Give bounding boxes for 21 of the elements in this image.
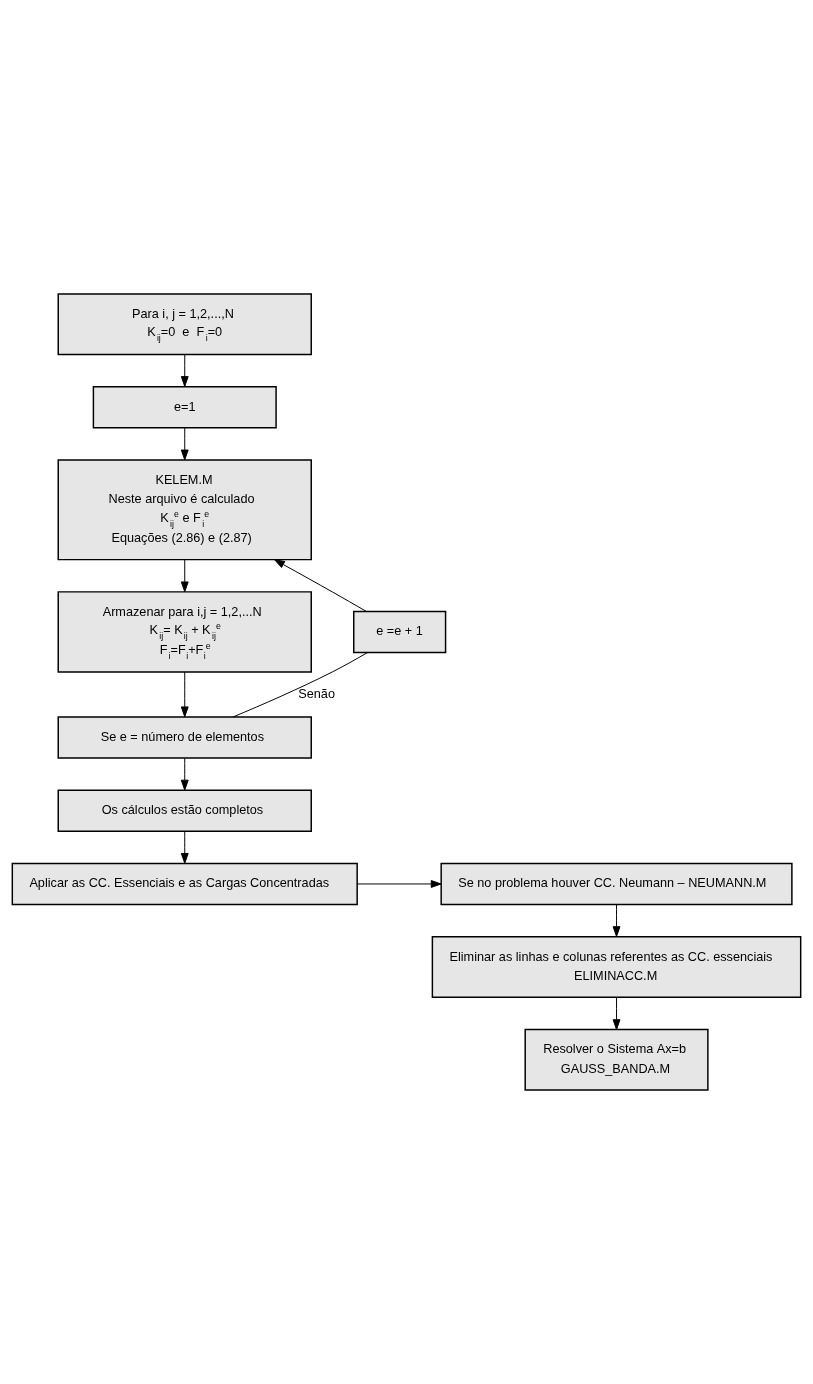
connector (232, 652, 368, 718)
node-box: e =e + 1 (353, 610, 447, 654)
node-box: Resolver o Sistema Ax=b GAUSS_BANDA.M (524, 1028, 709, 1091)
arrow (612, 904, 621, 937)
node-box: Aplicar as CC. Essenciais e as Cargas Concentradas (11, 862, 358, 906)
arrow (180, 671, 189, 718)
arrow (180, 831, 189, 864)
node-box: Para i, j = 1,2,...,N K$_{ij}$=0 e F$_{i}$=0 (57, 293, 312, 356)
arrow (180, 559, 189, 593)
arrow (274, 559, 367, 612)
arrow (612, 997, 621, 1030)
node-box: Se e = número de elementos (57, 716, 312, 759)
node-box: e=1 (92, 385, 277, 429)
node-box: Se no problema houver CC. Neumann – NEUMANN.M (440, 862, 793, 906)
arrow (180, 354, 189, 387)
node-box: Eliminar as linhas e colunas referentes as CC. essenciais ELIMINACC.M (431, 936, 802, 999)
arrow (180, 757, 189, 791)
arrow (180, 427, 189, 461)
arrow (356, 880, 442, 888)
edge-label: Senão (298, 686, 335, 701)
node-box: Os cálculos estão completos (57, 789, 312, 832)
